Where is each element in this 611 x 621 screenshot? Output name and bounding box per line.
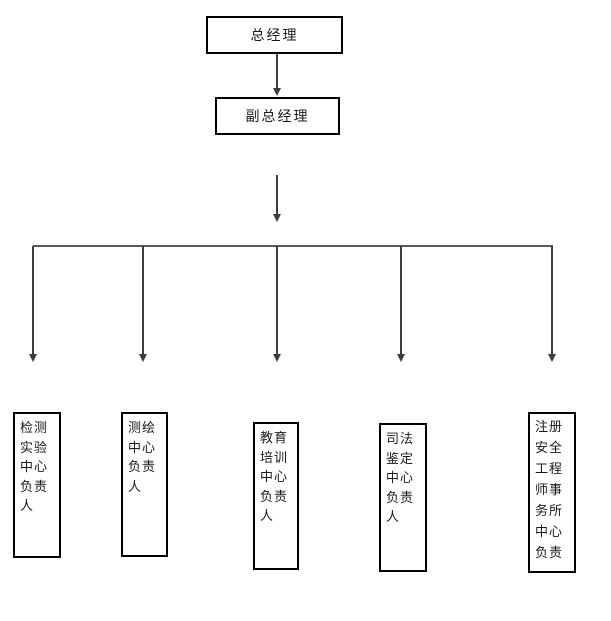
arrow-shaft: [142, 246, 144, 356]
node-education-training-center-head: 教育 培训 中心 负责 人: [253, 422, 299, 570]
arrow-shaft: [276, 175, 278, 216]
node-registered-safety-engineer-office-center-head: 注册 安全 工程 师事 务所 中心 负责: [528, 412, 576, 573]
arrow-head-icon: [272, 214, 281, 222]
arrow-shaft: [551, 246, 553, 356]
arrow-head-icon: [547, 354, 556, 362]
arrow-shaft: [276, 54, 278, 90]
arrow-shaft: [276, 246, 278, 356]
node-surveying-center-head: 测绘 中心 负责 人: [121, 412, 168, 557]
node-general-manager: 总经理: [206, 16, 343, 54]
arrow-branch-registered-safety: [547, 246, 557, 362]
node-deputy-general-manager-label: 副总经理: [245, 108, 310, 124]
arrow-shaft: [400, 246, 402, 356]
node-inspection-lab-center-head: 检测 实验 中心 负责 人: [13, 412, 61, 558]
node-deputy-general-manager: 副总经理: [215, 97, 340, 135]
arrow-head-icon: [28, 354, 37, 362]
arrow-head-icon: [272, 88, 281, 96]
arrow-branch-judicial: [396, 246, 406, 362]
connector-horizontal-trunk-line: [33, 245, 553, 247]
arrow-head-icon: [272, 354, 281, 362]
arrow-head-icon: [396, 354, 405, 362]
node-general-manager-label: 总经理: [250, 27, 299, 43]
node-judicial-appraisal-center-head: 司法 鉴定 中心 负责 人: [379, 423, 427, 572]
arrow-gm-to-deputy: [272, 54, 282, 96]
arrow-branch-inspection: [28, 246, 38, 362]
arrow-branch-education: [272, 246, 282, 362]
arrow-shaft: [32, 246, 34, 356]
arrow-deputy-to-branches: [272, 175, 282, 222]
arrow-head-icon: [138, 354, 147, 362]
arrow-branch-surveying: [138, 246, 148, 362]
